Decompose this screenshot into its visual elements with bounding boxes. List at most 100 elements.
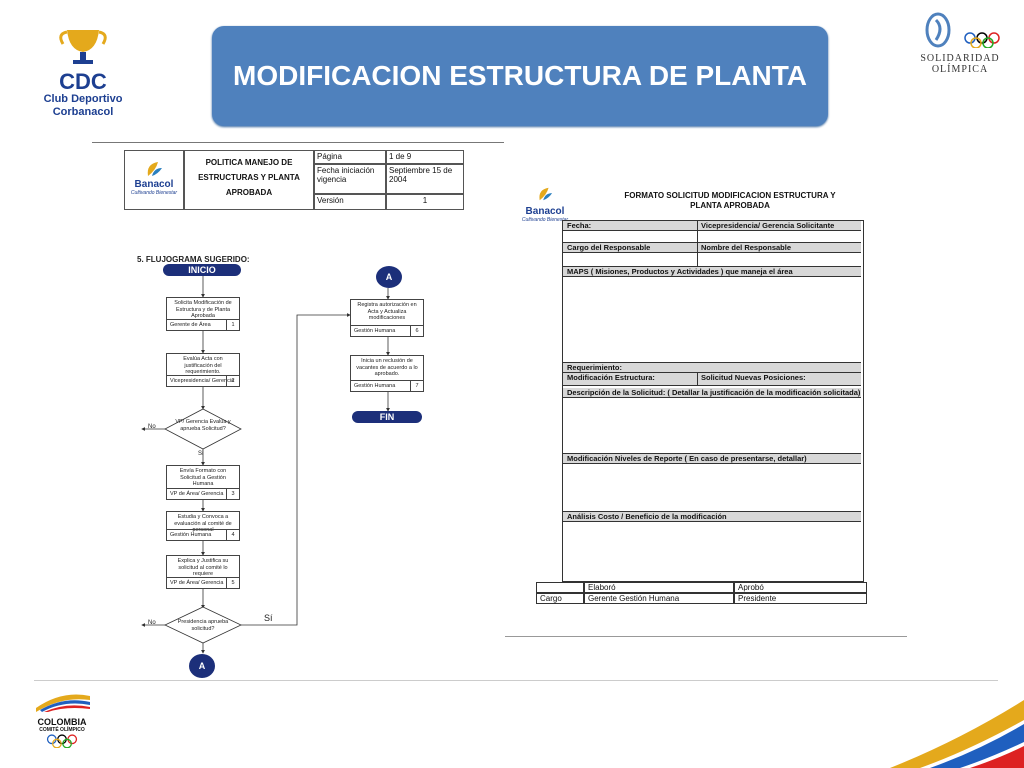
row-analisis: Análisis Costo / Beneficio de la modific… (563, 512, 861, 522)
row-maps: MAPS ( Misiones, Productos y Actividades… (563, 267, 861, 277)
requerimiento-label: Requerimiento: (567, 363, 623, 372)
flow-step-1: Solicita Modificación de Estructura y de… (166, 297, 240, 331)
banacol-logo: Banacol Cultivando Bienestar (124, 150, 184, 210)
colombia-olympic-logo: COLOMBIA COMITÉ OLÍMPICO (28, 690, 96, 760)
step-number: 4 (226, 530, 239, 540)
step-number: 1 (226, 320, 239, 330)
flowchart-lines (141, 276, 390, 654)
flow-step-2: Evalúa Acta con justificación del requer… (166, 353, 240, 387)
step-role: Gestión Humana (167, 529, 239, 540)
sol-line1: SOLIDARIDAD (920, 53, 1000, 64)
row-descripcion: Descripción de la Solicitud: ( Detallar … (563, 388, 861, 398)
flow-step-5: Explica y Justifica su solicitud al comi… (166, 555, 240, 589)
slide-title: MODIFICACION ESTRUCTURA DE PLANTA (212, 26, 828, 126)
row-cargo-value (563, 253, 861, 267)
end-terminal: FIN (352, 411, 422, 423)
vicepresidencia-label: Vicepresidencia/ Gerencia Solicitante (697, 221, 834, 231)
form-banacol-tagline: Cultivando Bienestar (521, 217, 569, 223)
banacol-text: Banacol (134, 179, 174, 190)
form-title: FORMATO SOLICITUD MODIFICACION ESTRUCTUR… (624, 191, 836, 210)
flame-icon (925, 12, 951, 48)
row-fecha: Fecha: Vicepresidencia/ Gerencia Solicit… (563, 221, 861, 231)
step-role: VP de Área/ Gerencia (167, 577, 239, 588)
policy-header-table: Banacol Cultivando Bienestar POLITICA MA… (124, 150, 464, 210)
niveles-label: Modificación Niveles de Reporte ( En cas… (567, 454, 807, 463)
cargo-label: Cargo (536, 593, 584, 604)
cargo-responsable-label: Cargo del Responsable (567, 243, 651, 252)
row-requerimiento: Requerimiento: (563, 363, 861, 373)
date-label: Fecha iniciación vigencia (314, 164, 386, 194)
banacol-leaf-icon (539, 187, 553, 201)
aprobo-label: Aprobó (734, 582, 867, 593)
comite-text: COMITÉ OLÍMPICO (39, 727, 85, 733)
analisis-field[interactable] (563, 522, 861, 579)
step-text: Inicia un reclusión de vacantes de acuer… (356, 358, 418, 377)
mod-estructura-label: Modificación Estructura: (567, 373, 655, 382)
connector-a-top: A (376, 266, 402, 288)
sol-line2: OLÍMPICA (931, 64, 989, 75)
nuevas-posiciones-label: Solicitud Nuevas Posiciones: (697, 373, 806, 386)
olympic-rings-icon (964, 32, 1000, 49)
cdc-line2: Corbanacol (52, 106, 114, 118)
step-text: Registra autorización en Acta y Actualiz… (357, 302, 417, 321)
row-modificacion: Modificación Estructura: Solicitud Nueva… (563, 373, 861, 386)
decision-2-si: Sí (264, 613, 273, 623)
row-fecha-value (563, 231, 861, 243)
decision-2-no: No (148, 620, 156, 626)
corner-swoosh (890, 700, 1024, 768)
descripcion-label: Descripción de la Solicitud: ( Detallar … (567, 388, 861, 397)
form-bottom-rule (505, 636, 907, 637)
request-form: Fecha: Vicepresidencia/ Gerencia Solicit… (562, 220, 864, 582)
banacol-tagline: Cultivando Bienestar (130, 190, 178, 196)
step-text: Evalúa Acta con justificación del requer… (183, 356, 223, 375)
step-number: 2 (226, 376, 239, 386)
start-terminal: INICIO (163, 264, 241, 276)
step-number: 3 (226, 489, 239, 499)
maps-field[interactable] (563, 277, 861, 363)
step-text: Estudia y Convoca a evaluación al comité… (174, 514, 232, 533)
row-niveles: Modificación Niveles de Reporte ( En cas… (563, 454, 861, 464)
gerente-value: Gerente Gestión Humana (584, 593, 734, 604)
form-banacol-text: Banacol (525, 206, 565, 217)
flow-step-4: Estudia y Convoca a evaluación al comité… (166, 511, 240, 541)
step-number: 5 (226, 578, 239, 588)
section-title: 5. FLUJOGRAMA SUGERIDO: (137, 255, 250, 264)
flow-step-7: Inicia un reclusión de vacantes de acuer… (350, 355, 424, 392)
decision-1: VP/ Gerencia Evalúa y aprueba Solicitud? (175, 419, 231, 432)
maps-label: MAPS ( Misiones, Productos y Actividades… (567, 267, 793, 276)
solidaridad-logo: SOLIDARIDAD OLÍMPICA (910, 12, 1010, 112)
step-number: 7 (410, 381, 423, 391)
flow-step-6: Registra autorización en Acta y Actualiz… (350, 299, 424, 337)
signature-table: Elaboró Aprobó Cargo Gerente Gestión Hum… (536, 582, 867, 604)
form-banacol-logo: Banacol Cultivando Bienestar (520, 186, 570, 223)
decision-1-no: No (148, 424, 156, 430)
policy-document: Banacol Cultivando Bienestar POLITICA MA… (92, 143, 504, 681)
olympic-rings-icon (46, 734, 78, 749)
cdc-logo: CDC Club Deportivo Corbanacol (28, 26, 138, 122)
version-label: Versión (314, 194, 386, 210)
version-value: 1 (386, 194, 464, 210)
step-role: Gestión Humana (351, 325, 423, 336)
date-value: Septiembre 15 de 2004 (386, 164, 464, 194)
analisis-label: Análisis Costo / Beneficio de la modific… (567, 512, 727, 521)
banacol-leaf-icon (147, 162, 162, 176)
trophy-icon (59, 30, 107, 64)
step-role: Gerente de Área (167, 319, 239, 330)
row-cargo: Cargo del Responsable Nombre del Respons… (563, 243, 861, 253)
step-text: Envía Formato con Solicitud a Gestión Hu… (179, 468, 227, 487)
page-value: 1 de 9 (386, 150, 464, 164)
flow-step-3: Envía Formato con Solicitud a Gestión Hu… (166, 465, 240, 500)
colombia-flag-swoosh-icon (36, 694, 90, 712)
policy-title: POLITICA MANEJO DE ESTRUCTURAS Y PLANTA … (184, 150, 314, 210)
cdc-line1: Club Deportivo (43, 93, 123, 105)
niveles-field[interactable] (563, 464, 861, 512)
step-number: 6 (410, 326, 423, 336)
step-text: Solicita Modificación de Estructura y de… (174, 300, 232, 319)
step-role: Gestión Humana (351, 380, 423, 391)
nombre-responsable-label: Nombre del Responsable (697, 243, 791, 253)
connector-a-bottom: A (189, 654, 215, 678)
step-role: Vicepresidencia/ Gerencia (167, 375, 239, 386)
step-text: Explica y Justifica su solicitud al comi… (177, 558, 229, 577)
decision-2: Presidencia aprueba solicitud? (177, 619, 229, 632)
descripcion-field[interactable] (563, 398, 861, 454)
